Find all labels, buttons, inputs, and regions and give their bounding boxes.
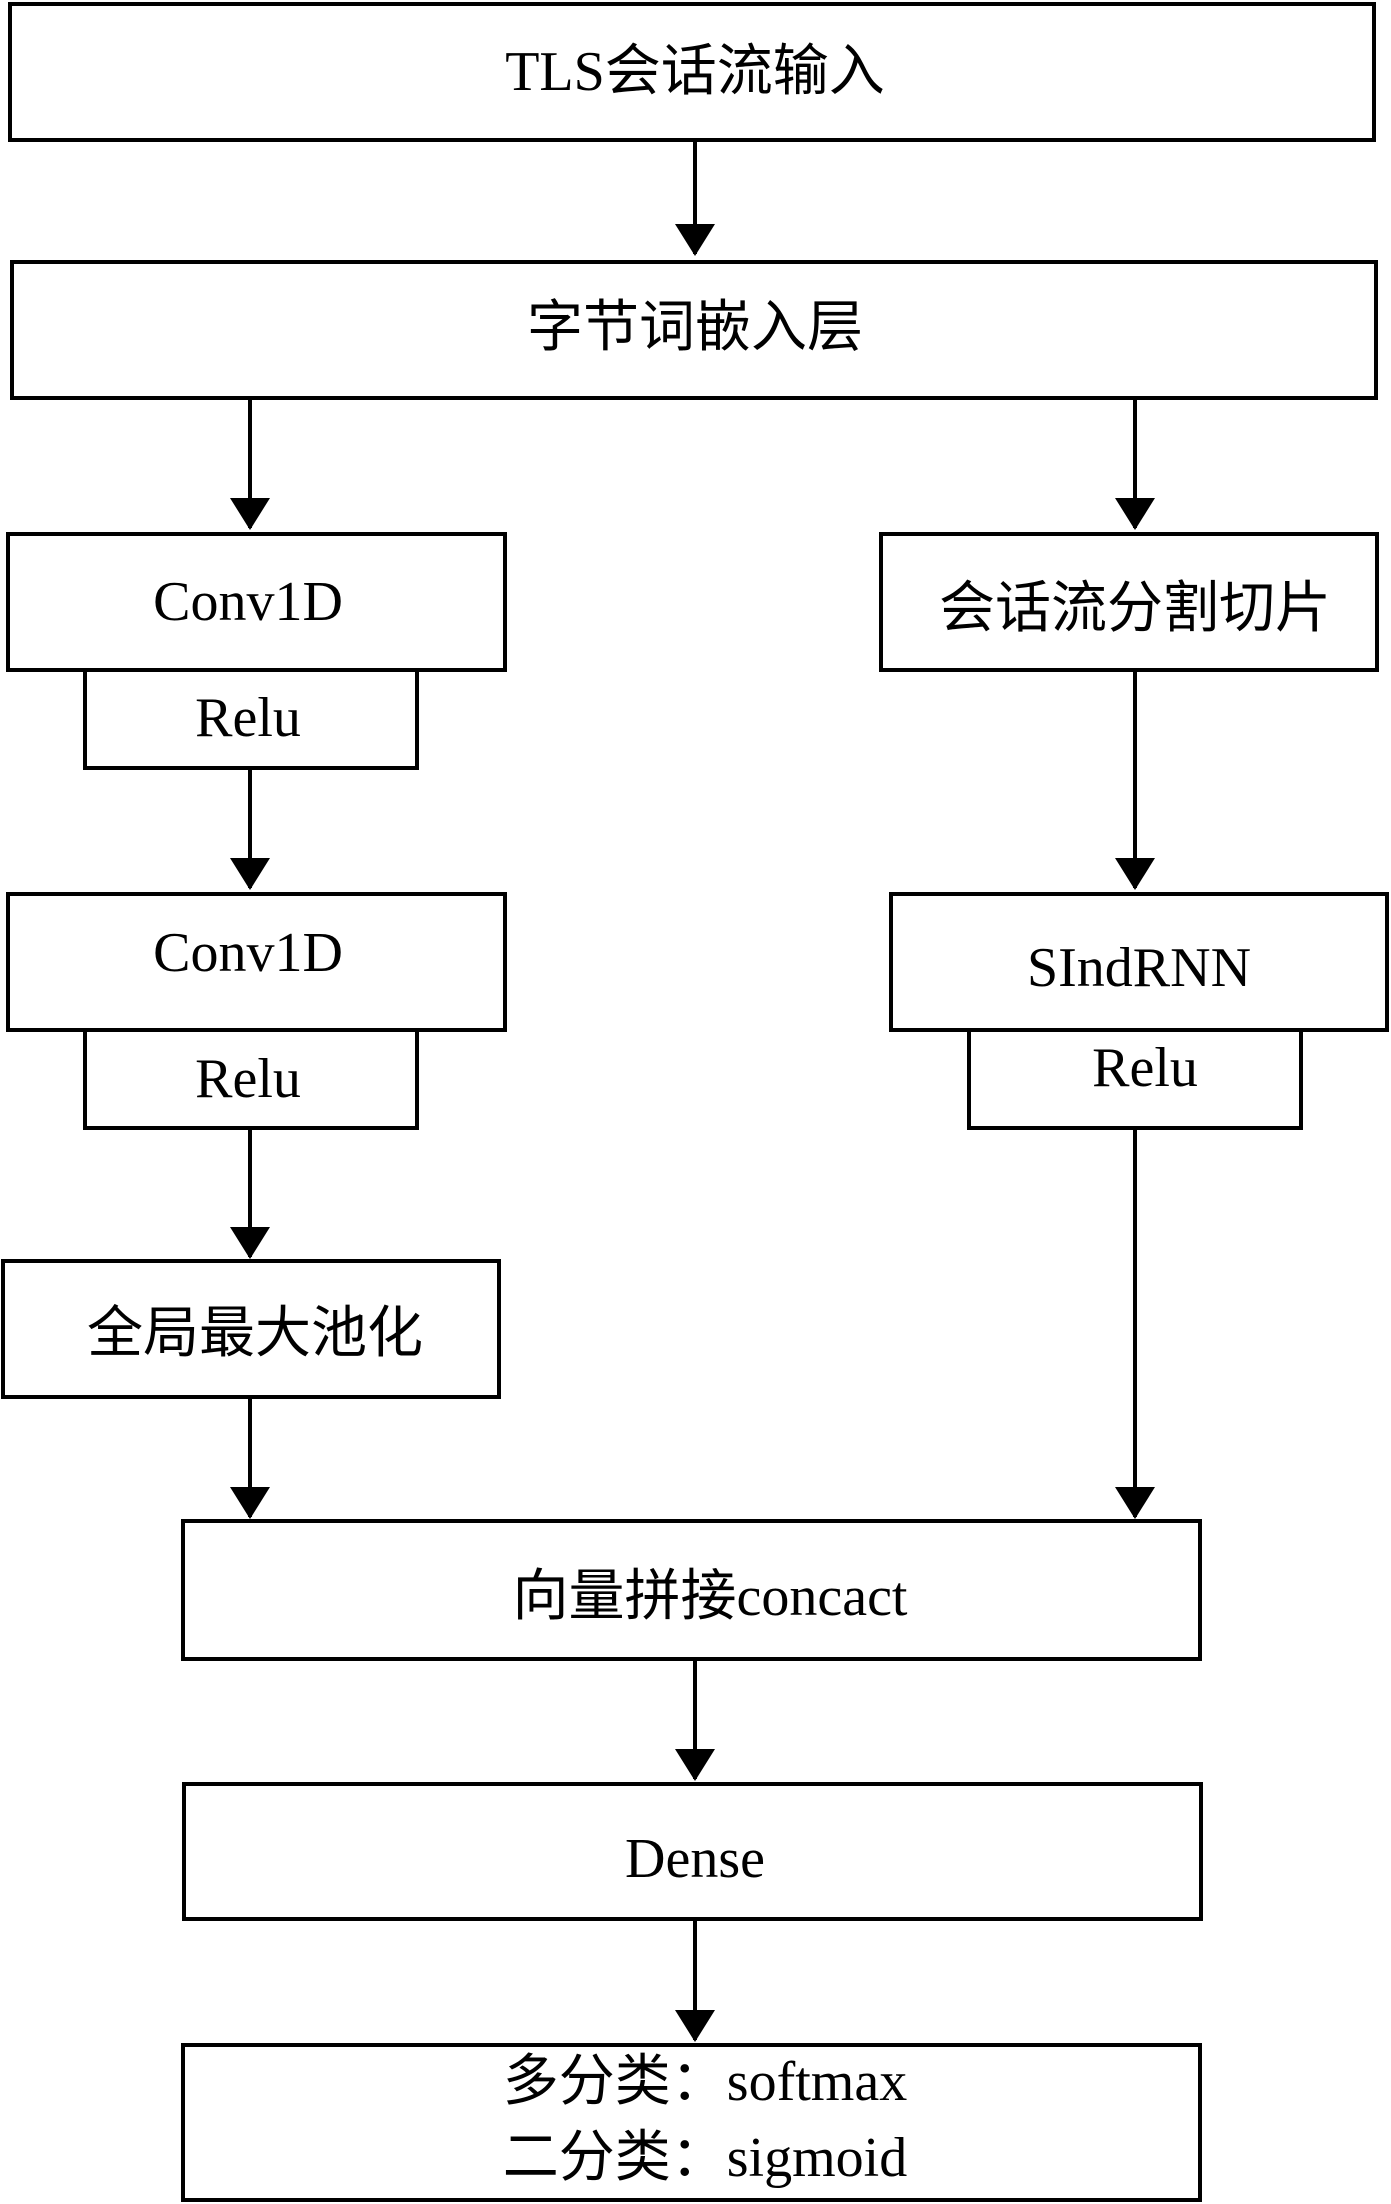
node-global-pool-label: 全局最大池化 [87, 1303, 423, 1365]
node-relu2-label: Relu [195, 1048, 301, 1110]
node-concat-label: 向量拼接concact [513, 1566, 908, 1628]
node-split-label: 会话流分割切片 [939, 578, 1331, 640]
node-input: TLS会话流输入 [8, 2, 1376, 142]
node-split: 会话流分割切片 [879, 532, 1379, 672]
node-conv2-label: Conv1D [153, 922, 343, 984]
node-input-label: TLS会话流输入 [505, 41, 885, 103]
node-relu2: Relu [83, 1028, 419, 1130]
node-conv1: Conv1D [6, 532, 507, 672]
node-relu3: Relu [967, 1028, 1303, 1130]
edges [230, 140, 1155, 2042]
node-global-pool: 全局最大池化 [1, 1259, 501, 1399]
node-output: 多分类：softmax 二分类：sigmoid [181, 2043, 1202, 2202]
node-dense-label: Dense [625, 1828, 765, 1890]
node-conv2: Conv1D [6, 892, 507, 1032]
node-relu1: Relu [83, 668, 419, 770]
node-output-line2: 二分类：sigmoid [503, 2127, 907, 2189]
node-concat: 向量拼接concact [181, 1519, 1202, 1661]
node-output-line1: 多分类：softmax [503, 2051, 907, 2113]
node-relu3-label: Relu [1092, 1037, 1198, 1099]
node-conv1-label: Conv1D [153, 571, 343, 633]
node-embedding-label: 字节词嵌入层 [527, 297, 863, 359]
node-relu1-label: Relu [195, 687, 301, 749]
node-dense: Dense [182, 1782, 1203, 1921]
node-sindrnn-label: SIndRNN [1027, 937, 1251, 999]
node-sindrnn: SIndRNN [889, 892, 1389, 1032]
node-embedding: 字节词嵌入层 [10, 260, 1378, 400]
